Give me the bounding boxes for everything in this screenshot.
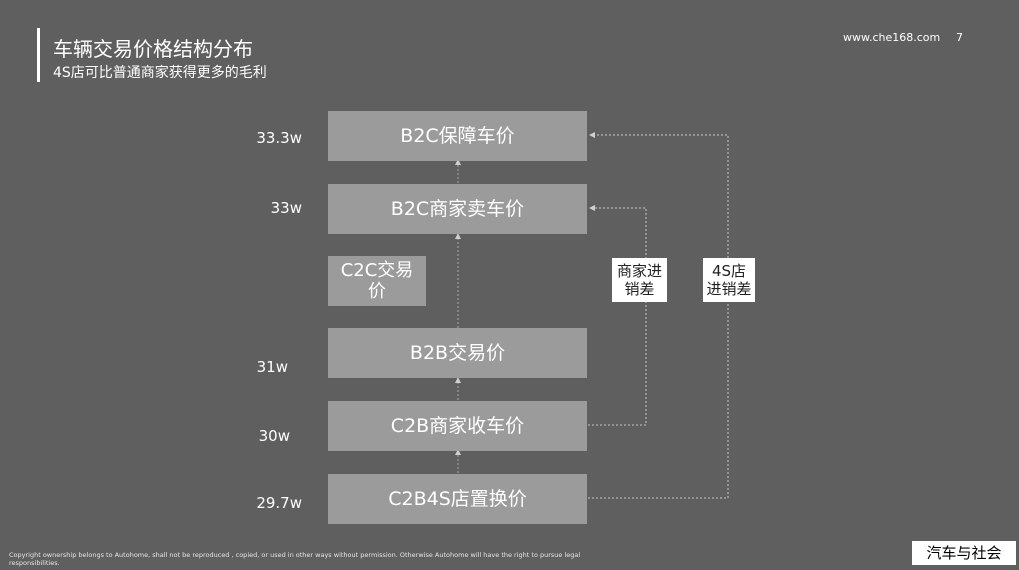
box-b2c-dealer-sell-price: B2C商家卖车价 (328, 184, 587, 234)
price-b2c-dealer-sell: 33w (270, 199, 302, 217)
watermark-label: 汽车与社会 (912, 541, 1016, 565)
price-b2b-trade: 31w (256, 358, 288, 376)
label-dealer-margin: 商家进 销差 (612, 258, 667, 302)
box-c2b-4s-trade-in-price: C2B4S店置换价 (328, 474, 587, 524)
box-label: C2C交易 价 (340, 260, 414, 302)
label-text: 4S店 进销差 (706, 262, 752, 298)
box-label: B2C保障车价 (400, 125, 515, 147)
title-accent-bar (37, 28, 40, 82)
box-label: C2B4S店置换价 (388, 488, 527, 510)
box-b2c-guarantee-price: B2C保障车价 (328, 111, 587, 161)
box-label: C2B商家收车价 (390, 415, 525, 437)
price-b2c-guarantee: 33.3w (256, 129, 302, 147)
box-label: B2B交易价 (409, 342, 506, 364)
page-subtitle: 4S店可比普通商家获得更多的毛利 (53, 65, 267, 81)
box-c2c-trade-price: C2C交易 价 (328, 256, 426, 306)
site-url: www.che168.com (843, 31, 941, 44)
box-b2b-trade-price: B2B交易价 (328, 328, 587, 378)
price-c2b-dealer-buy: 30w (258, 427, 290, 445)
label-4s-margin: 4S店 进销差 (703, 258, 755, 302)
4s-margin-bracket (588, 132, 729, 499)
page-title: 车辆交易价格结构分布 (53, 37, 253, 61)
copyright-notice: Copyright ownership belongs to Autohome,… (9, 551, 581, 567)
dealer-margin-bracket (588, 205, 647, 426)
page-number: 7 (956, 31, 963, 44)
box-c2b-dealer-buy-price: C2B商家收车价 (328, 401, 587, 451)
label-text: 商家进 销差 (616, 262, 662, 298)
box-label: B2C商家卖车价 (390, 198, 525, 220)
price-c2b-4s-trade-in: 29.7w (256, 494, 302, 512)
